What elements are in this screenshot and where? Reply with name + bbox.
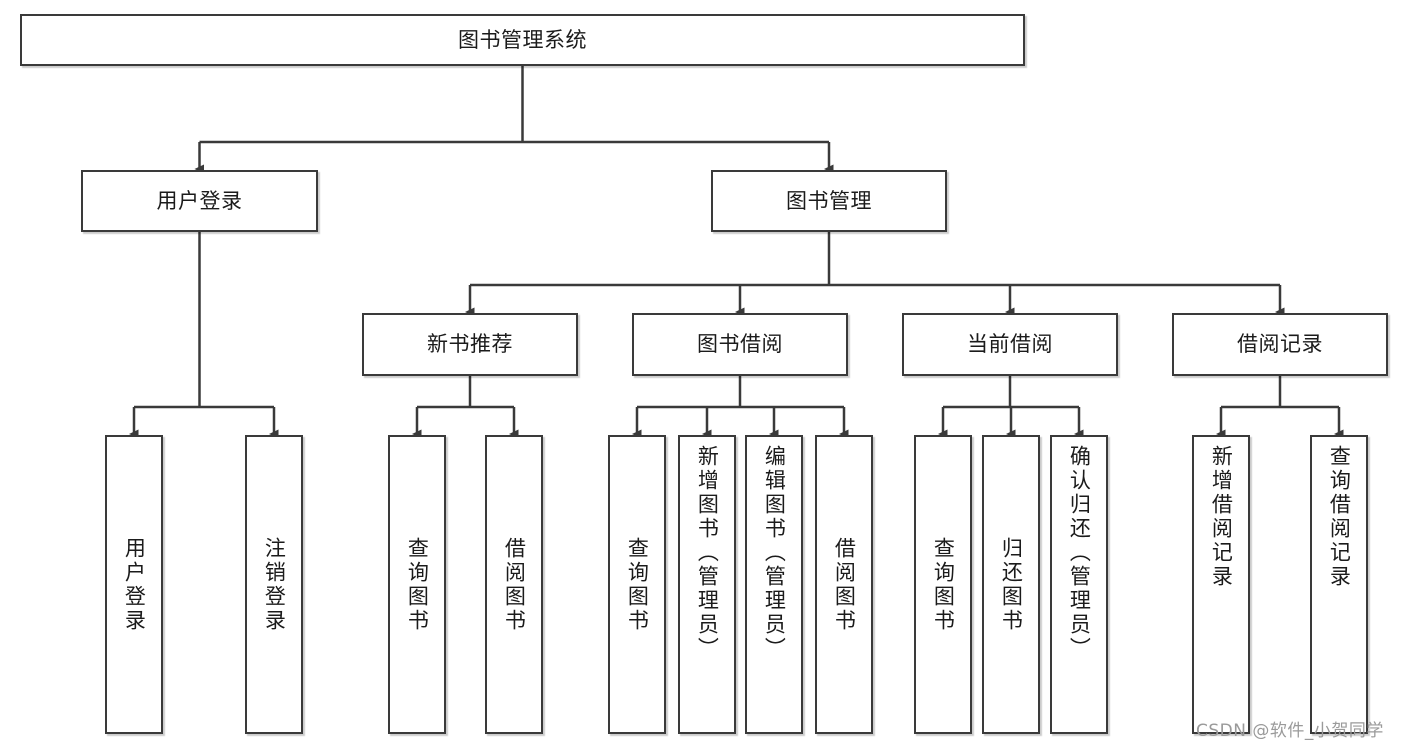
node-label: 借阅记录 xyxy=(1237,332,1323,357)
node-l3-bk-edit[interactable]: 编辑图书（管理员） xyxy=(745,435,803,734)
node-l3-cur-return[interactable]: 归还图书 xyxy=(982,435,1040,734)
node-label: 查询图书 xyxy=(405,536,430,633)
node-label: 借阅图书 xyxy=(502,536,527,633)
node-l3-cur-confirm[interactable]: 确认归还（管理员） xyxy=(1050,435,1108,734)
node-label: 查询图书 xyxy=(931,536,956,633)
node-label: 查询借阅记录 xyxy=(1327,445,1352,589)
node-label: 注销登录 xyxy=(262,536,287,633)
node-label: 新增图书（管理员） xyxy=(695,445,720,661)
node-l2-history[interactable]: 借阅记录 xyxy=(1172,313,1388,376)
node-label: 新增借阅记录 xyxy=(1209,445,1234,589)
node-label: 归还图书 xyxy=(999,536,1024,633)
node-l1-login[interactable]: 用户登录 xyxy=(81,170,318,232)
node-l3-cur-query[interactable]: 查询图书 xyxy=(914,435,972,734)
node-label: 图书管理系统 xyxy=(458,27,587,52)
node-label: 图书借阅 xyxy=(697,332,783,357)
node-l2-borrow[interactable]: 图书借阅 xyxy=(632,313,848,376)
node-label: 用户登录 xyxy=(122,536,147,633)
node-label: 用户登录 xyxy=(156,188,243,213)
node-l3-userlogin[interactable]: 用户登录 xyxy=(105,435,163,734)
node-l3-bk-add[interactable]: 新增图书（管理员） xyxy=(678,435,736,734)
node-label: 查询图书 xyxy=(625,536,650,633)
node-l3-bk-query[interactable]: 查询图书 xyxy=(608,435,666,734)
node-label: 确认归还（管理员） xyxy=(1067,445,1092,661)
edge-group xyxy=(129,66,1344,439)
node-l3-logout[interactable]: 注销登录 xyxy=(245,435,303,734)
node-root[interactable]: 图书管理系统 xyxy=(20,14,1025,66)
node-label: 当前借阅 xyxy=(967,332,1053,357)
csdn-watermark: CSDN @软件_小贺同学 xyxy=(1196,721,1384,741)
node-label: 图书管理 xyxy=(786,188,872,213)
node-l2-current[interactable]: 当前借阅 xyxy=(902,313,1118,376)
node-l3-nr-query[interactable]: 查询图书 xyxy=(388,435,446,734)
node-label: 新书推荐 xyxy=(427,332,513,357)
node-l3-hist-add[interactable]: 新增借阅记录 xyxy=(1192,435,1250,734)
node-l3-hist-query[interactable]: 查询借阅记录 xyxy=(1310,435,1368,734)
node-l1-bookmgr[interactable]: 图书管理 xyxy=(711,170,947,232)
node-l3-nr-borrow[interactable]: 借阅图书 xyxy=(485,435,543,734)
node-label: 编辑图书（管理员） xyxy=(762,445,787,661)
node-l2-newrec[interactable]: 新书推荐 xyxy=(362,313,578,376)
node-l3-bk-borrow[interactable]: 借阅图书 xyxy=(815,435,873,734)
node-label: 借阅图书 xyxy=(832,536,857,633)
